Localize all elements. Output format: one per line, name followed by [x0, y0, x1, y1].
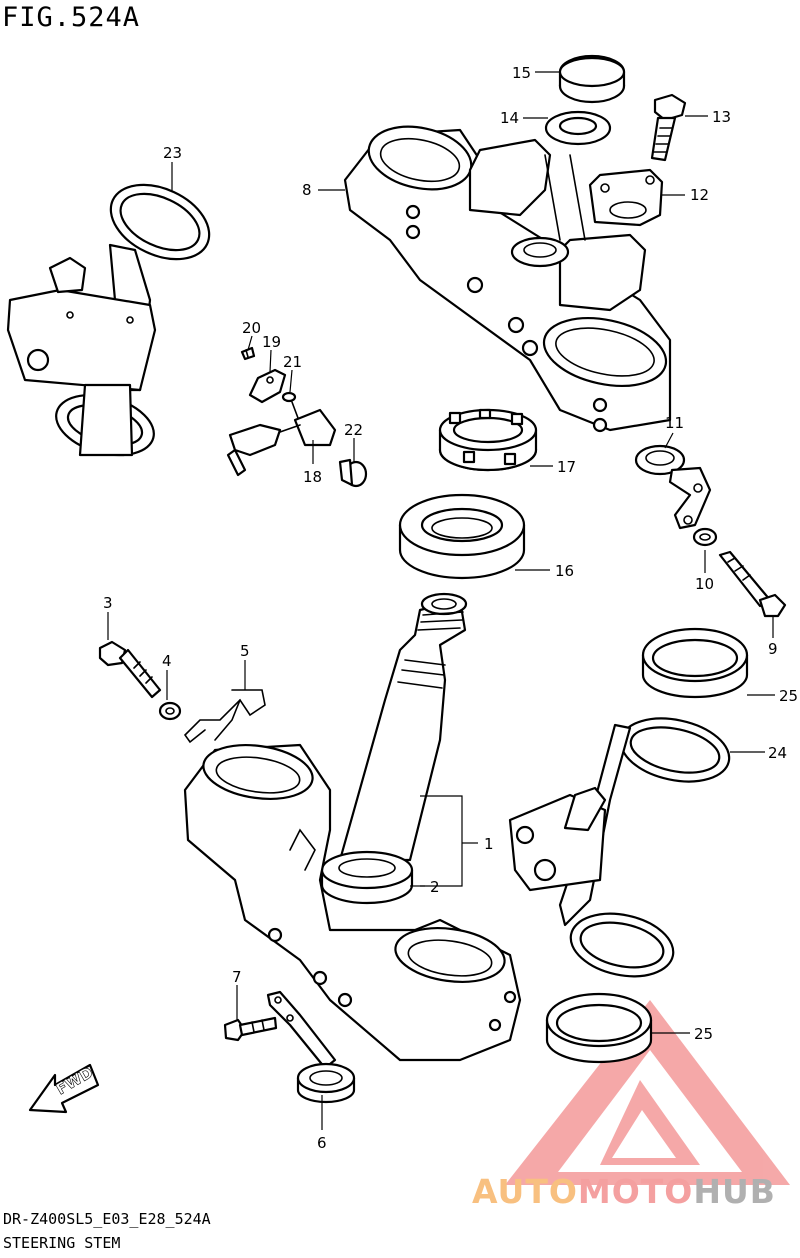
part-13-bolt — [650, 93, 687, 162]
part-1-steering-stem — [338, 592, 468, 862]
part-25-dust-seal-lower — [545, 992, 653, 1064]
callout-12: 12 — [690, 186, 709, 204]
part-25-dust-seal-upper — [641, 627, 749, 699]
fwd-direction-arrow: FWD — [28, 1063, 100, 1114]
part-3-bolt — [98, 640, 162, 699]
part-6-grommet — [296, 1062, 356, 1104]
figure-title: FIG.524A — [2, 2, 141, 33]
watermark-logo — [505, 1000, 790, 1185]
callout-10: 10 — [695, 575, 714, 593]
model-code: DR-Z400SL5_E03_E28_524A — [3, 1210, 211, 1228]
part-14-washer — [544, 110, 612, 146]
callout-5: 5 — [240, 642, 250, 660]
watermark-wordmark: AUTOMOTOHUB — [472, 1172, 776, 1211]
callout-20: 20 — [242, 319, 261, 337]
callout-24: 24 — [768, 744, 787, 762]
hose-bracket — [266, 990, 337, 1070]
callout-4: 4 — [162, 652, 172, 670]
part-16-bearing — [398, 493, 526, 580]
part-11-cable-guide — [634, 444, 712, 530]
part-21-washer — [281, 391, 297, 403]
callout-19: 19 — [262, 333, 281, 351]
part-24-bracket — [508, 717, 731, 978]
part-8-upper-bracket — [343, 125, 672, 433]
callout-3: 3 — [103, 594, 113, 612]
part-17-steering-nut — [438, 408, 538, 472]
callout-8: 8 — [302, 181, 312, 199]
part-23-lamp-bracket — [6, 183, 211, 457]
watermark-auto: AUTO — [472, 1172, 578, 1211]
callout-6: 6 — [317, 1134, 327, 1152]
callout-14: 14 — [500, 109, 519, 127]
part-5-clip — [183, 689, 266, 744]
callout-9: 9 — [768, 640, 778, 658]
part-12-holder-clamp — [588, 168, 664, 227]
leader-lines — [107, 71, 775, 1130]
callout-18: 18 — [303, 468, 322, 486]
callout-1: 1 — [484, 835, 494, 853]
part-18-switch — [226, 401, 337, 477]
part-10-washer — [692, 527, 718, 547]
callout-7: 7 — [232, 968, 242, 986]
watermark-hub: HUB — [693, 1172, 776, 1211]
callout-17: 17 — [557, 458, 576, 476]
callout-21: 21 — [283, 353, 302, 371]
part-4-washer — [158, 701, 182, 721]
callout-15: 15 — [512, 64, 531, 82]
part-19-bracket — [248, 368, 287, 404]
section-title: STEERING STEM — [3, 1234, 121, 1252]
callout-11: 11 — [665, 414, 684, 432]
callout-13: 13 — [712, 108, 731, 126]
callout-labels: 23 8 15 14 13 12 20 19 21 22 18 11 17 16… — [103, 64, 798, 1152]
part-7-bolt — [223, 1016, 278, 1042]
lower-bracket — [183, 743, 522, 1062]
part-9-bolt — [718, 550, 787, 618]
callout-25-lower: 25 — [694, 1025, 713, 1043]
callout-2: 2 — [430, 878, 440, 896]
watermark-moto: MOTO — [577, 1172, 694, 1211]
part-2-lower-bearing — [320, 850, 414, 905]
part-22-boot — [338, 458, 368, 488]
callout-16: 16 — [555, 562, 574, 580]
callout-22: 22 — [344, 421, 363, 439]
callout-25-upper: 25 — [779, 687, 798, 705]
part-15-cap — [558, 54, 626, 104]
callout-23: 23 — [163, 144, 182, 162]
